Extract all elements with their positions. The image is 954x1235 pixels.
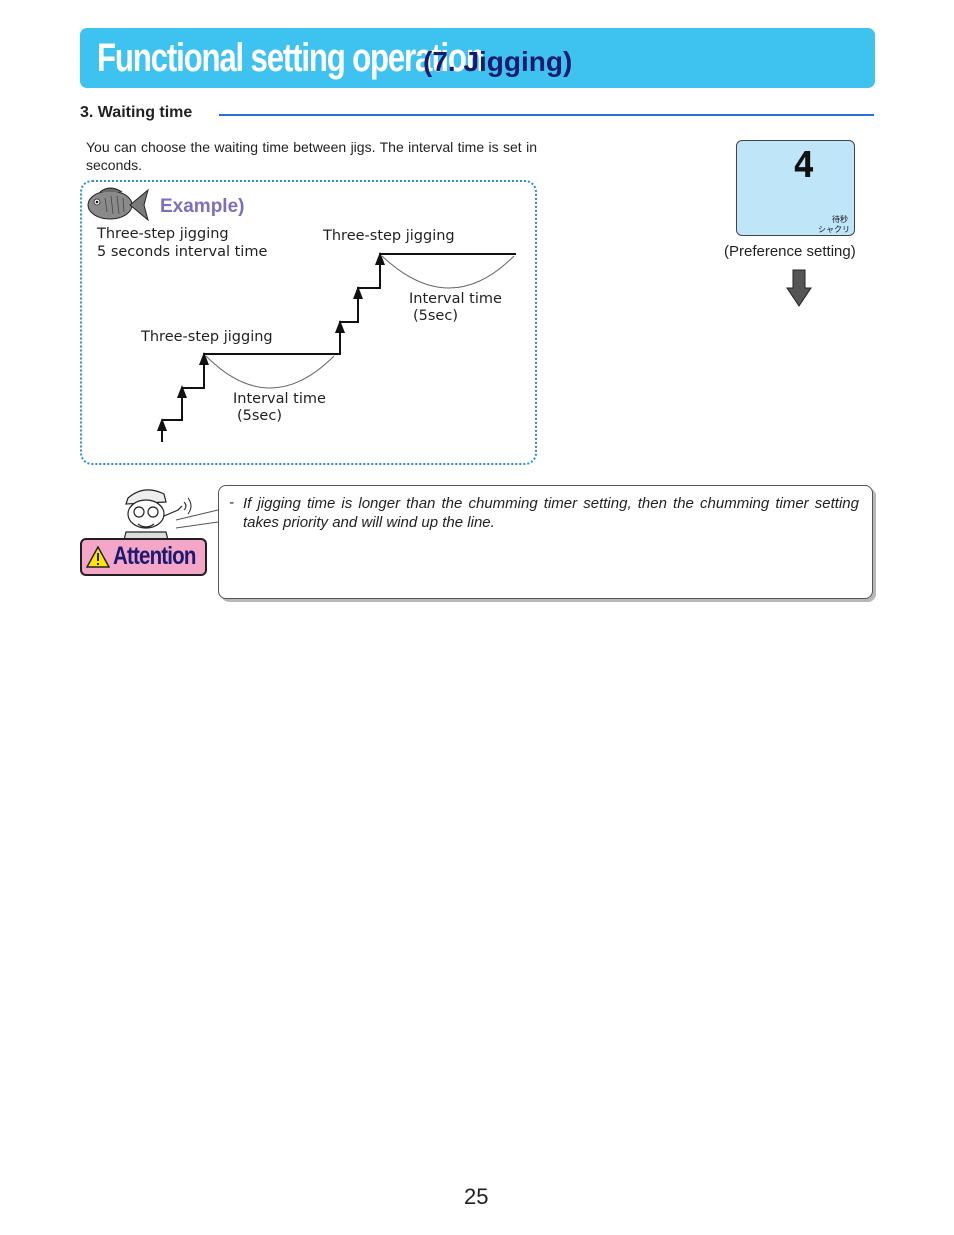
interval-upper-label: Interval time — [409, 291, 502, 307]
title-banner: Functional setting operation (7. Jigging… — [80, 28, 875, 88]
attention-badge: Attention — [80, 538, 207, 576]
arrow-up-icon — [375, 252, 385, 265]
page-subtitle: (7. Jigging) — [423, 46, 573, 77]
note-bullet: - — [229, 494, 234, 511]
arrow-up-icon — [335, 320, 345, 333]
arrow-up-icon — [199, 352, 209, 365]
section-divider — [219, 114, 874, 116]
lcd-label-jig: シャクリ — [818, 225, 850, 234]
step-label-lower: Three-step jigging — [140, 329, 273, 345]
step-arrows — [157, 252, 385, 431]
example-box — [80, 180, 537, 465]
attention-note: - If jigging time is longer than the chu… — [218, 485, 873, 599]
arrow-up-icon — [353, 286, 363, 299]
example-caption-line2: 5 seconds interval time — [97, 244, 267, 260]
step-label-upper: Three-step jigging — [322, 228, 455, 244]
example-label: Example) — [160, 196, 244, 217]
staircase-line — [161, 253, 516, 442]
interval-bracket-lower — [205, 355, 335, 389]
interval-bracket-upper — [381, 255, 515, 289]
interval-lower-sec: (5sec) — [237, 408, 282, 424]
jigging-diagram: Example) Three-step jigging 5 seconds in… — [87, 187, 516, 442]
lcd-digit: 4 — [793, 145, 815, 186]
page-title: Functional setting operation — [97, 36, 485, 80]
section-title: 3. Waiting time — [80, 104, 193, 121]
lcd-display: 4 待秒 シャクリ — [736, 140, 855, 236]
example-caption-line1: Three-step jigging — [96, 226, 229, 242]
arrow-down-icon — [786, 269, 812, 307]
interval-upper-sec: (5sec) — [413, 308, 458, 324]
attention-text: If jigging time is longer than the chumm… — [243, 495, 859, 531]
display-caption: (Preference setting) — [724, 243, 856, 260]
attention-label: Attention — [113, 542, 196, 570]
arrow-up-icon — [177, 385, 187, 398]
warning-icon — [86, 546, 110, 568]
fish-icon — [87, 187, 149, 222]
interval-lower-label: Interval time — [233, 391, 326, 407]
mascot-figure — [123, 489, 219, 541]
arrow-up-icon — [157, 418, 167, 431]
lcd-label-wait: 待秒 — [832, 215, 848, 224]
page-number: 25 — [464, 1184, 489, 1209]
section-description: You can choose the waiting time between … — [86, 139, 537, 173]
